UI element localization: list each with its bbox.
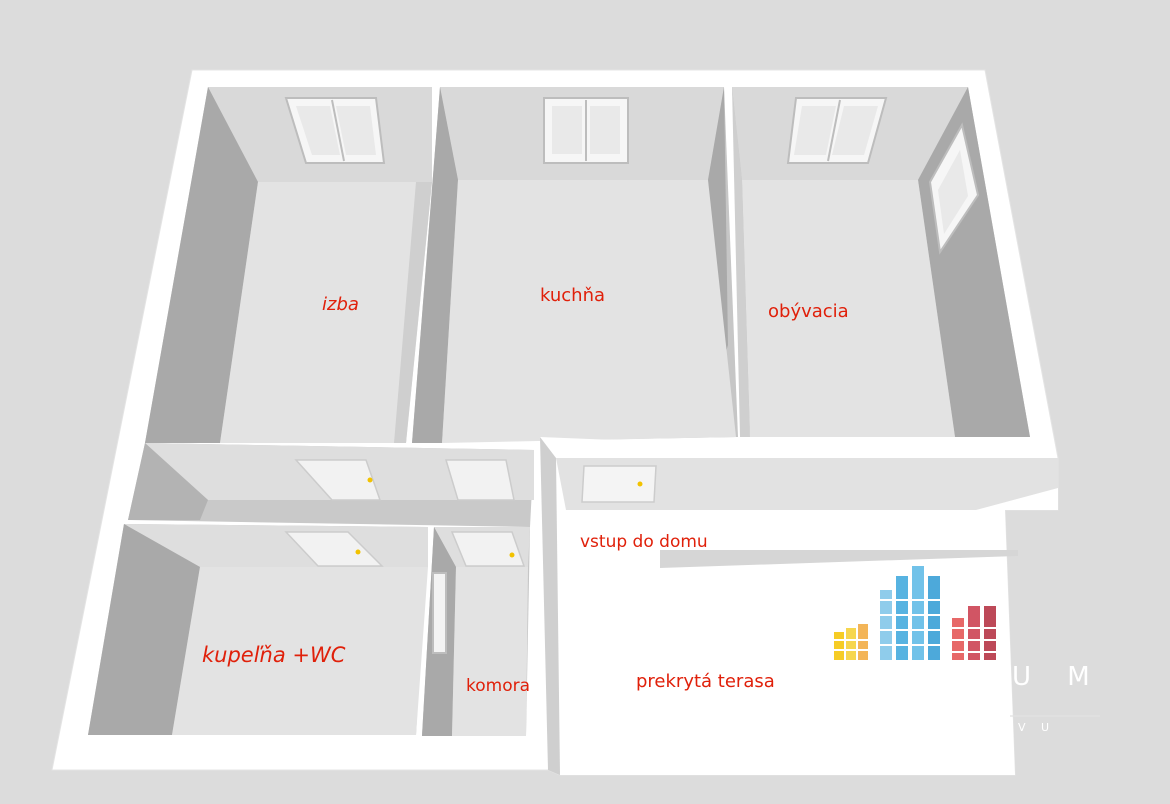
window-izba [284, 97, 386, 164]
label-obyvacia: obývacia [768, 301, 849, 322]
room-kupelna [88, 524, 428, 735]
window-obyvacia [786, 97, 888, 164]
watermark-sub: V U [1018, 721, 1056, 734]
label-komora: komora [466, 676, 531, 696]
doors [284, 459, 657, 567]
watermark-letters: U M [1012, 662, 1104, 692]
label-kuchna: kuchňa [540, 285, 606, 306]
room-terasa [540, 437, 1058, 775]
window-kuchna [543, 97, 629, 164]
window-obyvacia-side [928, 122, 980, 255]
label-izba: izba [322, 294, 359, 315]
label-terasa: prekrytá terasa [636, 671, 775, 692]
watermark-logo [834, 566, 1100, 717]
window-komora [432, 572, 447, 654]
label-vstup: vstup do domu [580, 532, 708, 552]
label-kupelna: kupeľňa +WC [202, 643, 346, 667]
room-kuchna [412, 87, 738, 443]
